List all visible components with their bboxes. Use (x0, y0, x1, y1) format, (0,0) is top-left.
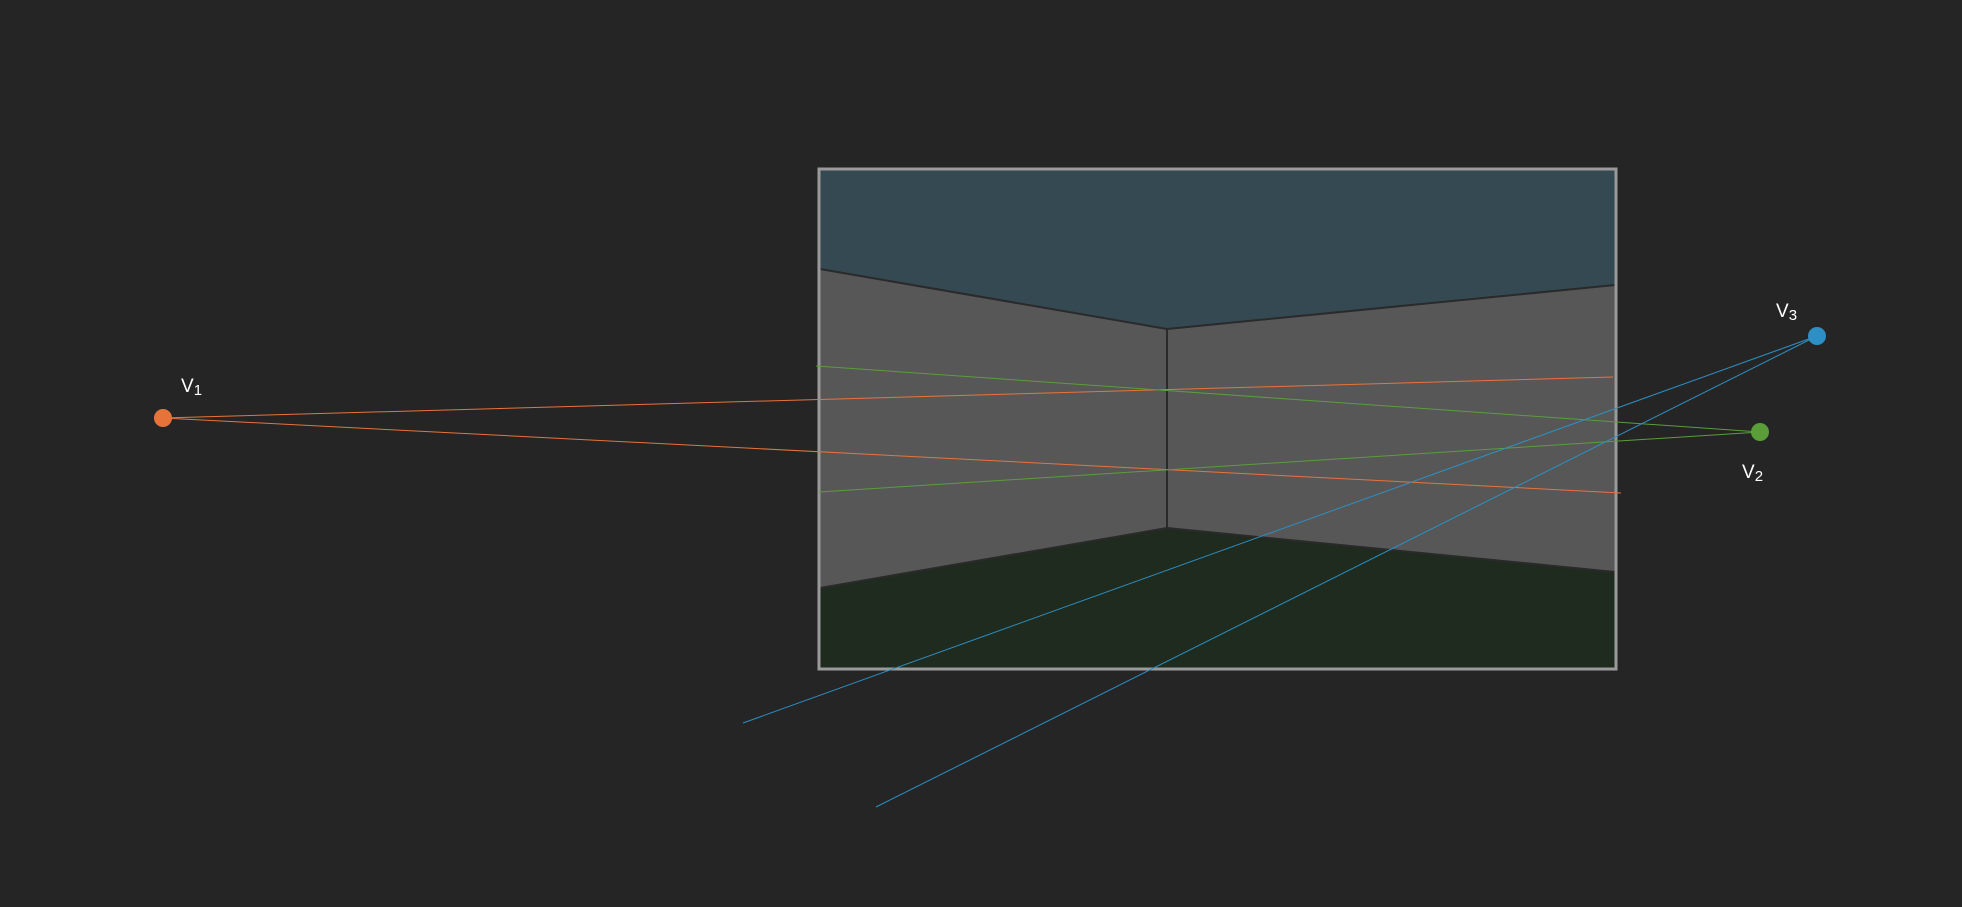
v1-marker[interactable] (154, 409, 172, 427)
ceiling-plane (820, 170, 1615, 329)
v2-guide-lines (815, 365, 1761, 493)
v3-guide-line-left (742, 335, 1818, 724)
v3-guide-line-right (875, 335, 1818, 808)
ceiling-right-edge (1166, 284, 1616, 330)
v2-guide-line-upper (815, 365, 1761, 433)
floor-plane (820, 528, 1615, 668)
v3-guide-lines (742, 335, 1818, 808)
v1-label: V1 (181, 376, 202, 399)
ceiling-left-edge (819, 268, 1168, 330)
v3-label: V3 (1776, 301, 1797, 324)
v2-guide-line-lower (818, 431, 1761, 493)
v1-guide-lines (162, 376, 1622, 494)
room-scene (817, 167, 1618, 671)
vanishing-point-v1[interactable]: V1 (154, 376, 202, 427)
image-frame (817, 167, 1618, 671)
v3-marker[interactable] (1808, 327, 1826, 345)
v1-guide-line-lower (162, 417, 1622, 494)
left-wall-plane (820, 269, 1167, 588)
v2-marker[interactable] (1751, 423, 1769, 441)
floor-right-edge (1166, 527, 1616, 573)
v1-guide-line-upper (162, 376, 1614, 419)
vanishing-point-v3[interactable]: V3 (1776, 301, 1826, 345)
right-wall-plane (1167, 285, 1615, 572)
vanishing-point-v2[interactable]: V2 (1742, 423, 1769, 485)
v2-label: V2 (1742, 462, 1763, 485)
floor-left-edge (819, 527, 1168, 589)
